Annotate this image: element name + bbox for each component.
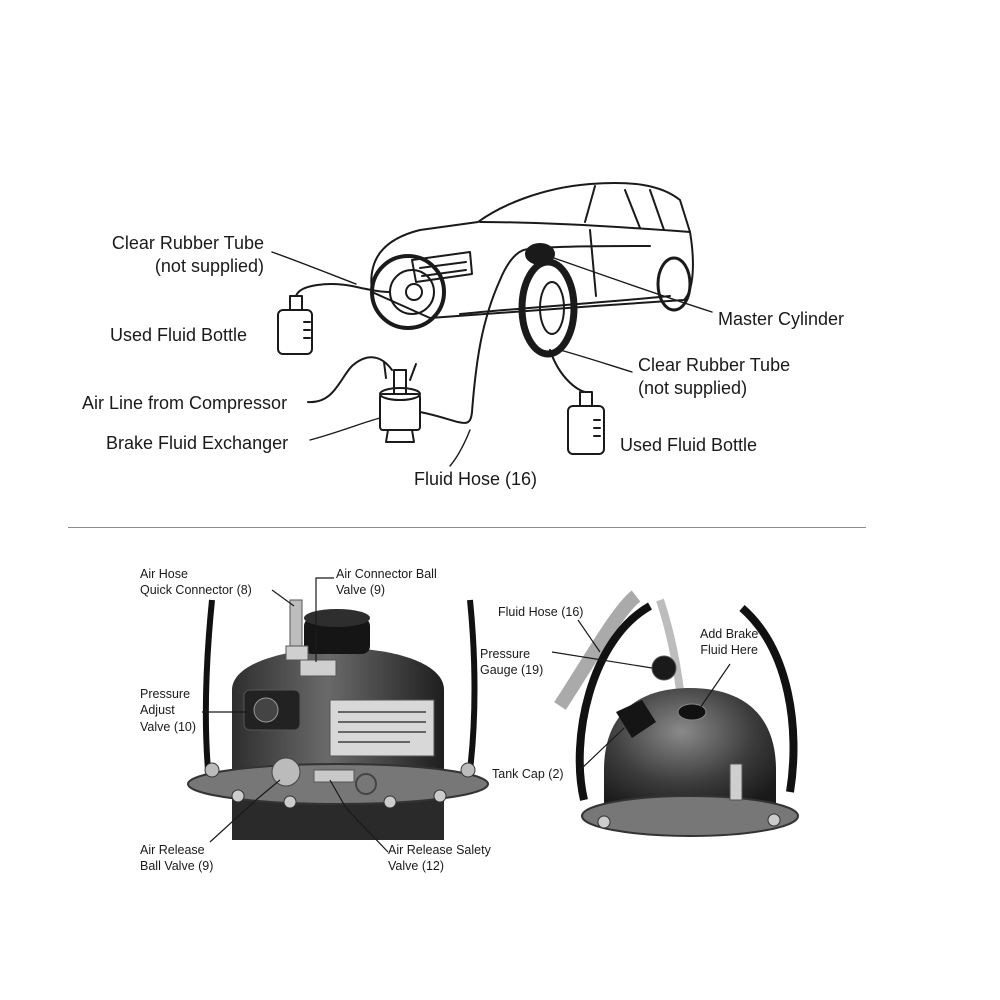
leader-fluid-hose-bottom — [577, 619, 601, 653]
exchanger-unit-photo — [187, 577, 489, 853]
label-air-connector-ball-valve: Air Connector Ball Valve (9) — [336, 566, 437, 599]
label-air-release-safety-valve: Air Release Salety Valve (12) — [388, 842, 491, 875]
label-air-release-ball-valve: Air Release Ball Valve (9) — [140, 842, 213, 875]
label-clear-rubber-tube-right-line2: (not supplied) — [638, 377, 748, 398]
label-tank-cap: Tank Cap (2) — [492, 767, 564, 781]
label-used-fluid-bottle-right: Used Fluid Bottle — [620, 435, 758, 455]
leader-air-release-ball-valve — [209, 779, 281, 843]
label-clear-rubber-tube-left-line2: (not supplied) — [154, 255, 264, 276]
leader-tank-cap — [577, 727, 625, 773]
leader-fluid-hose — [449, 429, 471, 467]
car-grille — [411, 251, 473, 283]
label-add-brake-fluid-here-line2: Fluid Here — [700, 643, 759, 658]
leader-exchanger — [309, 417, 381, 441]
clear-rubber-tube-left — [295, 283, 391, 297]
label-used-fluid-bottle-left: Used Fluid Bottle — [110, 325, 248, 345]
car-body-outline — [370, 181, 694, 319]
car-setup-diagram — [271, 181, 713, 467]
tank-top-photo — [551, 590, 799, 837]
label-air-connector-ball-valve-line2: Valve (9) — [336, 583, 386, 598]
label-brake-fluid-exchanger: Brake Fluid Exchanger — [106, 433, 289, 453]
label-fluid-hose-top: Fluid Hose (16) — [414, 469, 538, 489]
label-pressure-adjust-valve: Pressure Adjust Valve (10) — [140, 686, 196, 735]
fluid-hose-to-master — [419, 248, 535, 424]
section-divider — [68, 527, 866, 528]
label-air-release-ball-valve-line1: Air Release — [140, 843, 205, 857]
label-clear-rubber-tube-left-line1: Clear Rubber Tube — [111, 233, 264, 253]
leader-air-hose-qc — [271, 589, 295, 607]
label-pressure-adjust-valve-line1: Pressure — [140, 687, 191, 701]
leader-master-cylinder — [553, 257, 713, 313]
label-pressure-gauge: Pressure Gauge (19) — [480, 646, 543, 679]
label-air-hose-quick-connector: Air Hose Quick Connector (8) — [140, 566, 252, 599]
car-rear-window — [584, 185, 665, 231]
label-air-hose-quick-connector-line2: Quick Connector (8) — [140, 583, 252, 598]
label-clear-rubber-tube-right-line1: Clear Rubber Tube — [638, 355, 791, 375]
label-pressure-gauge-line2: Gauge (19) — [480, 663, 544, 678]
leader-add-brake-fluid — [699, 663, 731, 709]
label-pressure-adjust-valve-line3: Valve (10) — [140, 719, 197, 734]
air-line-from-compressor — [307, 356, 393, 404]
leader-clear-tube-left — [271, 251, 357, 285]
label-add-brake-fluid-here: Add Brake Fluid Here — [700, 626, 758, 659]
leader-clear-tube-right — [559, 349, 633, 373]
label-master-cylinder: Master Cylinder — [718, 309, 845, 329]
label-pressure-gauge-line1: Pressure — [480, 647, 531, 661]
label-clear-rubber-tube-right: Clear Rubber Tube (not supplied) — [638, 354, 790, 399]
label-air-release-ball-valve-line2: Ball Valve (9) — [140, 859, 214, 874]
brake-fluid-exchanger-drawing — [379, 361, 421, 443]
car-roof-line — [479, 221, 691, 233]
clear-rubber-tube-right — [549, 349, 587, 393]
label-air-hose-quick-connector-line1: Air Hose — [140, 567, 188, 581]
label-pressure-adjust-valve-line2: Adjust — [140, 703, 175, 718]
label-clear-rubber-tube-left: Clear Rubber Tube (not supplied) — [112, 232, 264, 277]
label-air-release-safety-valve-line2: Valve (12) — [388, 859, 445, 874]
label-air-release-safety-valve-line1: Air Release Salety — [388, 843, 491, 857]
leader-pressure-gauge — [551, 651, 653, 669]
front-wheel — [370, 254, 446, 330]
leader-air-connector-ball-valve — [315, 577, 334, 662]
label-fluid-hose-bottom: Fluid Hose (16) — [498, 605, 584, 619]
leader-air-release-safety-valve — [329, 779, 389, 853]
label-add-brake-fluid-here-line1: Add Brake — [700, 627, 759, 641]
rear-wheel — [656, 256, 692, 312]
car-side-sill — [459, 295, 671, 315]
label-air-line-from-compressor: Air Line from Compressor — [82, 393, 288, 413]
label-air-connector-ball-valve-line1: Air Connector Ball — [336, 567, 437, 581]
